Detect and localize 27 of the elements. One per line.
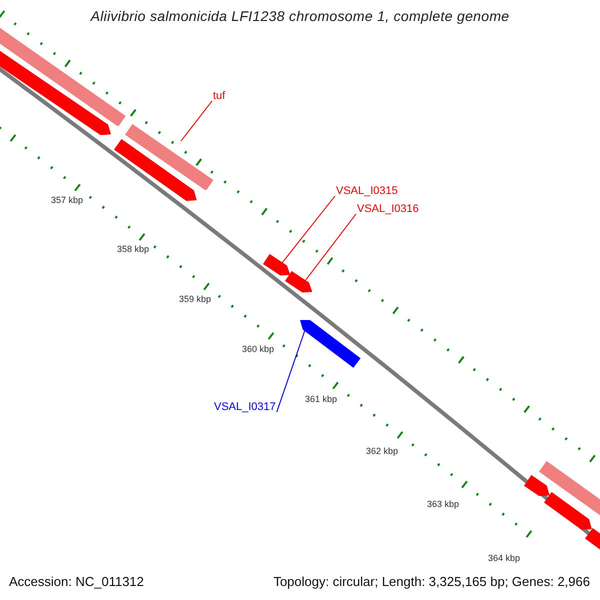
- gene-feature: [524, 474, 550, 496]
- leader-line: [276, 330, 306, 412]
- gene-label: VSAL_I0317: [214, 401, 276, 414]
- footer-text: Topology: circular; Length: 3,325,165 bp; Genes: 2,966: [273, 574, 590, 589]
- gene-label: VSAL_I0315: [336, 185, 398, 198]
- position-label: 362 kbp: [366, 446, 398, 456]
- gene-bar: [125, 124, 214, 190]
- position-label: 363 kbp: [427, 499, 460, 509]
- position-label: 364 kbp: [488, 553, 520, 563]
- title: Aliivibrio salmonicida LFI1238 chromosome 1, complete genome: [89, 8, 510, 24]
- position-label: 361 kbp: [305, 394, 338, 404]
- gene-feature: [544, 492, 592, 530]
- gene-feature: [0, 50, 111, 135]
- leader-line: [304, 214, 356, 282]
- gene-label: VSAL_I0316: [357, 203, 419, 216]
- gene-feature: [262, 254, 290, 276]
- gene-feature: [284, 271, 312, 293]
- position-label: 359 kbp: [179, 294, 212, 304]
- gene-feature: [114, 138, 197, 201]
- position-label: 360 kbp: [242, 344, 274, 354]
- gene-bar: [0, 26, 126, 126]
- leader-line: [282, 196, 336, 264]
- footer-text: Accession: NC_011312: [9, 574, 144, 589]
- position-label: 357 kbp: [51, 195, 84, 205]
- position-label: 358 kbp: [117, 244, 150, 254]
- gene-feature: [300, 320, 361, 368]
- gene-label: tuf: [213, 90, 226, 103]
